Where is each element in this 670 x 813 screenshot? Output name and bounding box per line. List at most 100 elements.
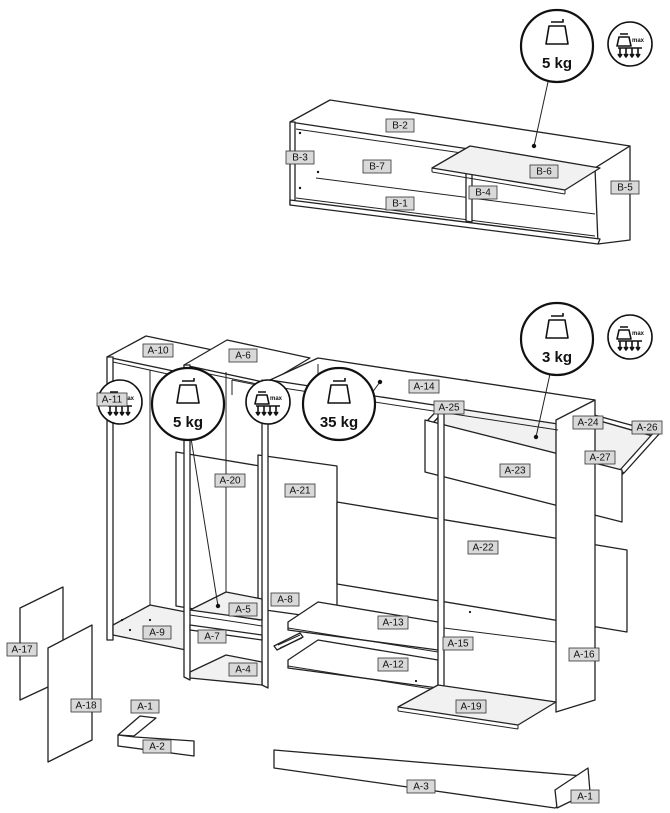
panel-a18-door	[47, 624, 93, 763]
max-load-icon: max	[245, 379, 291, 425]
svg-text:A-18: A-18	[75, 701, 97, 712]
svg-text:A-8: A-8	[277, 595, 293, 606]
max-load-icon: max	[607, 314, 653, 360]
svg-text:A-15: A-15	[447, 639, 469, 650]
max-load-icon: max	[607, 21, 653, 67]
panel-a1-small	[117, 715, 157, 737]
part-label-b6: B-6	[529, 164, 559, 179]
svg-text:B-5: B-5	[617, 183, 633, 194]
part-label-b1: B-1	[385, 196, 415, 211]
panel-b6-shelf	[431, 145, 601, 191]
part-label-a14: A-14	[408, 379, 440, 394]
part-label-a18: A-18	[70, 698, 102, 713]
svg-text:A-11: A-11	[102, 395, 123, 406]
part-label-a2: A-2	[142, 739, 172, 754]
part-label-a13: A-13	[377, 615, 409, 630]
part-label-b5: B-5	[610, 180, 640, 195]
panel-centre-left-side	[183, 364, 191, 681]
part-label-a16: A-16	[568, 647, 600, 662]
svg-text:B-2: B-2	[392, 121, 408, 132]
part-label-a20: A-20	[214, 473, 246, 488]
svg-text:A-21: A-21	[289, 486, 311, 497]
svg-text:A-24: A-24	[577, 418, 599, 429]
part-label-a22: A-22	[467, 540, 499, 555]
weight-icon	[327, 378, 351, 404]
part-label-a1-end: A-1	[570, 789, 600, 804]
svg-text:B-3: B-3	[292, 153, 308, 164]
part-label-a7: A-7	[197, 629, 227, 644]
svg-text:A-2: A-2	[149, 742, 165, 753]
panel-a16-side	[555, 399, 596, 713]
part-label-a23: A-23	[499, 463, 531, 478]
svg-text:A-22: A-22	[472, 543, 494, 554]
part-label-a8: A-8	[270, 592, 300, 607]
panel-b1-bottom	[289, 199, 601, 245]
part-label-a25: A-25	[433, 400, 465, 415]
svg-text:A-23: A-23	[504, 466, 526, 477]
svg-text:A-1: A-1	[137, 702, 153, 713]
part-label-a5: A-5	[228, 602, 258, 617]
part-label-a12: A-12	[377, 657, 409, 672]
svg-text:A-6: A-6	[235, 351, 251, 362]
weight-label: 3 kg	[542, 349, 572, 366]
weight-badge-drawer: 3 kg	[519, 301, 595, 377]
weight-label: 5 kg	[173, 414, 203, 431]
part-label-a10: A-10	[142, 343, 174, 358]
part-label-b4: B-4	[468, 185, 498, 200]
part-label-b3: B-3	[285, 150, 315, 165]
panel-a4-bottom	[189, 654, 263, 686]
svg-text:A-14: A-14	[413, 382, 435, 393]
panel-a8-right-side	[261, 379, 269, 689]
part-label-a9: A-9	[142, 625, 172, 640]
max-label: max	[270, 396, 283, 402]
svg-text:A-17: A-17	[11, 645, 33, 656]
svg-text:A-25: A-25	[438, 403, 460, 414]
part-label-a3: A-3	[406, 779, 436, 794]
svg-text:A-16: A-16	[573, 650, 595, 661]
svg-text:B-6: B-6	[536, 167, 552, 178]
drawer-runner	[273, 632, 304, 651]
svg-text:A-19: A-19	[460, 702, 482, 713]
svg-text:A-26: A-26	[636, 423, 658, 434]
weight-badge-a14: 35 kg	[301, 366, 377, 442]
svg-text:A-10: A-10	[147, 346, 169, 357]
panel-a11-side	[106, 356, 114, 641]
part-label-a21: A-21	[284, 483, 316, 498]
svg-text:A-13: A-13	[382, 618, 404, 629]
weight-label: 5 kg	[542, 55, 572, 72]
part-label-b2: B-2	[385, 118, 415, 133]
panel-a22-back	[336, 501, 628, 633]
panel-a3-plinth	[273, 749, 584, 809]
weight-icon	[545, 19, 569, 45]
svg-text:A-1: A-1	[577, 792, 593, 803]
svg-text:B-1: B-1	[392, 199, 408, 210]
part-label-a26: A-26	[631, 420, 663, 435]
svg-text:B-4: B-4	[475, 188, 491, 199]
part-label-a15: A-15	[442, 636, 474, 651]
weight-icon	[545, 313, 569, 339]
part-label-a11: A-11	[96, 392, 128, 407]
panel-b5-right-side	[594, 145, 631, 245]
weight-badge-a5: 5 kg	[150, 366, 226, 442]
part-label-a27: A-27	[584, 450, 616, 465]
svg-text:A-20: A-20	[219, 476, 241, 487]
part-label-a6: A-6	[228, 348, 258, 363]
svg-text:A-12: A-12	[382, 660, 404, 671]
wall-shelf-unit	[289, 99, 631, 245]
svg-text:A-9: A-9	[149, 628, 165, 639]
part-label-a4: A-4	[228, 662, 258, 677]
weight-icon	[176, 378, 200, 404]
weight-label: 35 kg	[320, 414, 358, 431]
svg-text:A-3: A-3	[413, 782, 429, 793]
part-labels: B-2 B-3 B-7 B-6 B-4 B-5 B-1 A-25 A-24 A-…	[6, 118, 663, 804]
max-label: max	[632, 331, 645, 337]
max-label: max	[632, 38, 645, 44]
part-label-a24: A-24	[572, 415, 604, 430]
part-label-a1: A-1	[130, 699, 160, 714]
centre-cabinet	[183, 339, 311, 689]
svg-text:A-5: A-5	[235, 605, 251, 616]
part-label-b7: B-7	[362, 159, 392, 174]
weight-badge-b6: 5 kg	[519, 8, 595, 84]
svg-text:A-27: A-27	[589, 453, 611, 464]
